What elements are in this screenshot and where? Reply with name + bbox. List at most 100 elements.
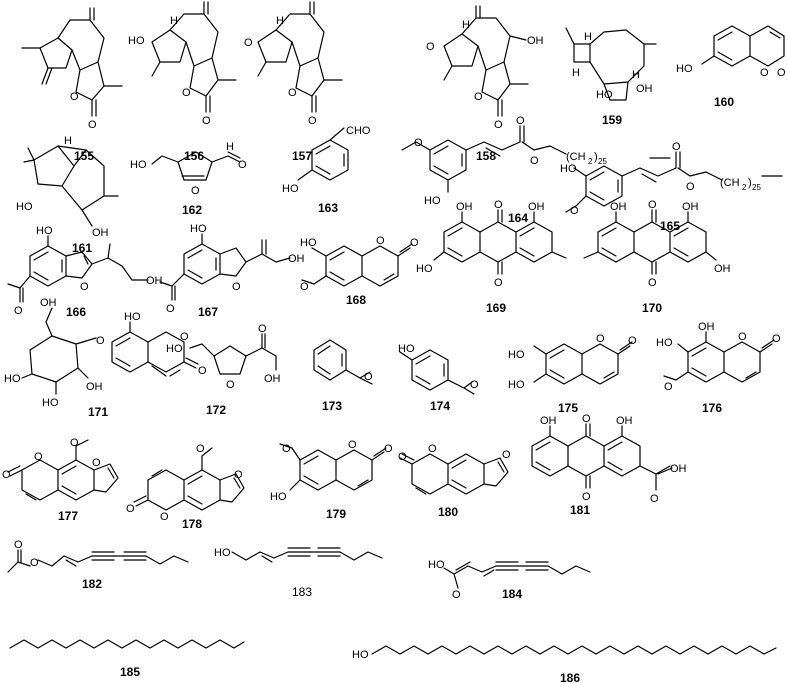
atom-ho-169: HO — [416, 263, 433, 275]
atom-oh-159: OH — [636, 83, 653, 95]
atom-oh-171-ch2: OH — [40, 297, 57, 309]
structure-173: O — [313, 339, 373, 385]
atom-o-157-ketone: O — [244, 37, 253, 49]
atom-oh-161: OH — [92, 227, 109, 239]
atom-o-162-ring: O — [191, 185, 200, 197]
atom-o-160-ring: O — [760, 67, 769, 79]
structure-176: OH HO O O O — [656, 321, 781, 393]
atom-o-181-top: O — [582, 413, 591, 425]
structure-180: O O O — [398, 443, 511, 495]
structure-166: HO O OH O — [7, 225, 163, 317]
label-180: 180 — [438, 505, 458, 519]
structure-184: HO O — [428, 559, 591, 601]
structure-169: OH O OH HO O — [416, 199, 567, 289]
atom-o-155-ring: O — [70, 91, 79, 103]
atom-o-180-carbonyl: O — [398, 451, 407, 463]
atom-o-165-carbonyl: O — [672, 141, 681, 153]
atom-oh-170-right: OH — [682, 201, 699, 213]
chain-164-close: ) — [594, 151, 598, 163]
atom-ho-167: HO — [190, 223, 207, 235]
structure-182: O O — [7, 539, 189, 573]
atom-o-171-ring: O — [180, 331, 189, 343]
atom-oh-172: OH — [264, 373, 281, 385]
atom-oh-171-c: OH — [86, 381, 103, 393]
atom-o-158-carbonyl: O — [494, 119, 503, 131]
label-184: 184 — [502, 587, 522, 601]
atom-o-168-methoxy: O — [300, 281, 309, 293]
atom-oh-170: OH — [714, 263, 731, 275]
structure-175: HO HO O O — [508, 333, 637, 391]
atom-o-164-methoxy: O — [414, 137, 423, 149]
atom-o-175-carbonyl: O — [628, 335, 637, 347]
structure-155: O O — [21, 7, 123, 131]
structure-161: H HO OH — [16, 135, 119, 239]
atom-o-177-carbonyl: O — [2, 469, 11, 481]
label-179: 179 — [326, 507, 346, 521]
label-163: 163 — [318, 201, 338, 215]
atom-ho-183: HO — [214, 547, 231, 559]
atom-o-166-ring: O — [80, 281, 89, 293]
structure-159: H H HO OH H — [565, 27, 657, 101]
atom-o-155-carbonyl: O — [88, 119, 97, 131]
label-176: 176 — [702, 401, 722, 415]
atom-o-180-ring: O — [428, 443, 437, 455]
atom-o-164-ester: O — [530, 155, 539, 167]
atom-h-161: H — [64, 135, 72, 147]
label-178: 178 — [182, 517, 202, 531]
chain-165-n: 25 — [752, 183, 761, 192]
atom-o-182-carbonyl: O — [14, 539, 23, 551]
atom-oh-166-phenol: HO — [36, 225, 53, 237]
label-174: 174 — [430, 399, 450, 413]
label-173: 173 — [322, 399, 342, 413]
atom-ho-161: HO — [16, 201, 33, 213]
atom-o-181-bottom: O — [582, 491, 591, 503]
atom-h-162: H — [226, 141, 234, 153]
atom-o-173: O — [364, 371, 373, 383]
label-181: 181 — [570, 503, 590, 517]
atom-o-165-methoxy: O — [570, 205, 579, 217]
atom-o-178-carbonyl: O — [126, 503, 135, 515]
label-172: 172 — [206, 403, 226, 417]
atom-o-179-carbonyl: O — [384, 443, 393, 455]
chain-164-n: 25 — [598, 157, 607, 166]
structure-178: O O O O — [126, 443, 245, 523]
atom-ho-163: HO — [282, 183, 299, 195]
atom-ho-165: HO — [560, 163, 577, 175]
atom-o-172-ring: O — [226, 379, 235, 391]
atom-o-158-ketone: O — [426, 41, 435, 53]
label-186: 186 — [560, 671, 580, 683]
atom-ho-160: HO — [676, 63, 693, 75]
atom-o-175-ring: O — [596, 333, 605, 345]
atom-o-167-ketone: O — [166, 303, 175, 315]
atom-ho-171-b: HO — [42, 397, 59, 409]
atom-o-178-methoxy: O — [196, 443, 205, 455]
structure-174: HO O — [398, 343, 479, 395]
label-155: 155 — [74, 149, 94, 163]
label-167: 167 — [198, 305, 218, 319]
atom-o-168-ring: O — [376, 235, 385, 247]
atom-o-177-furan: O — [92, 457, 101, 469]
atom-o-177-methoxy: O — [70, 437, 79, 449]
atom-ho-186: HO — [352, 649, 369, 661]
label-185: 185 — [120, 665, 140, 679]
atom-o-165-ester: O — [686, 181, 695, 193]
atom-ho-172: HO — [166, 343, 183, 355]
structure-171: OH HO HO OH O HO O O — [4, 297, 207, 409]
label-166: 166 — [66, 305, 86, 319]
atom-oh-170-left: OH — [610, 201, 627, 213]
atom-h-156: H — [170, 15, 178, 27]
atom-o-184: O — [452, 589, 461, 601]
atom-ho-175-a: HO — [508, 349, 525, 361]
structure-172: HO O O OH — [166, 323, 281, 391]
label-182: 182 — [82, 577, 102, 591]
structure-168: HO O O O — [300, 235, 419, 293]
atom-o-180-furan: O — [502, 449, 511, 461]
label-156: 156 — [184, 149, 204, 163]
atom-ho-159: HO — [596, 89, 613, 101]
atom-o-167-ring: O — [232, 281, 241, 293]
label-162: 162 — [182, 203, 202, 217]
atom-ho-179: HO — [270, 491, 287, 503]
atom-o-179-ring: O — [348, 439, 357, 451]
structure-179: O HO O O — [270, 439, 393, 503]
atom-o-162-aldehyde: O — [238, 159, 247, 171]
